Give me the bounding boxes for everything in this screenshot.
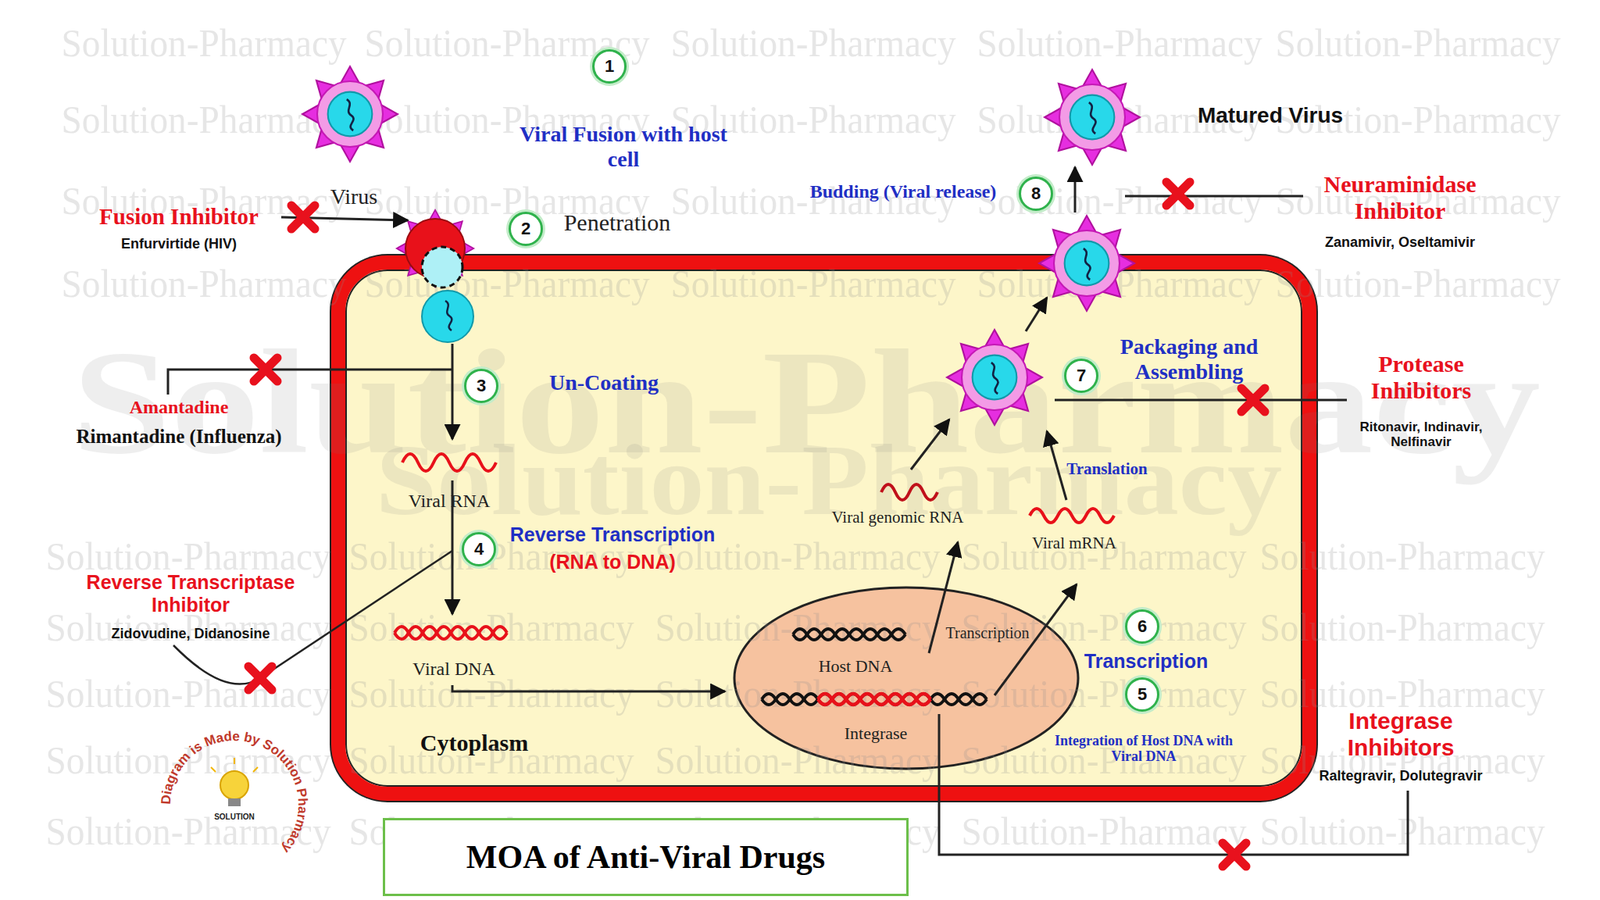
virus-particle: [302, 66, 398, 162]
drug-names: Enfurvirtide (HIV): [77, 235, 281, 253]
watermark: Solution-Pharmacy: [960, 811, 1247, 851]
step-label: Un-Coating: [525, 370, 683, 396]
step-label: Viral Fusion with host cell: [506, 121, 741, 172]
matured-virus: [1044, 69, 1140, 165]
drug-class-label: Protease Inhibitors: [1342, 350, 1500, 405]
callout-number: 6: [1125, 609, 1160, 644]
stamp-text: Diagram is Made by Solution Pharmacy: [158, 728, 311, 857]
drug-names: Rimantadine (Influenza): [57, 425, 300, 449]
block-mark: [248, 666, 272, 690]
block-mark: [1222, 842, 1247, 867]
bulb-base: [228, 798, 241, 807]
watermark: Solution-Pharmacy: [60, 100, 347, 140]
stamp-text: Diagram is Made by Solution Pharmacy: [158, 728, 311, 857]
title-box: MOA of Anti-Viral Drugs: [382, 817, 909, 897]
nucleus-outline: [734, 587, 1079, 769]
watermark: Solution-Pharmacy: [670, 23, 956, 63]
step-label: Penetration: [539, 209, 696, 237]
drug-names: Ritonavir, Indinavir, Nelfinavir: [1339, 419, 1504, 450]
drug-class-label: Fusion Inhibitor: [77, 203, 281, 230]
callout-number: 2: [508, 211, 543, 247]
part-label: Host DNA: [792, 656, 918, 676]
drug-class-label: Neuraminidase Inhibitor: [1306, 171, 1494, 225]
watermark: Solution-Pharmacy: [1259, 811, 1545, 851]
callout-number: 8: [1018, 176, 1054, 211]
bulb-ray: [210, 767, 216, 772]
step-label: Integration of Host DNA with Viral DNA: [1038, 732, 1250, 765]
drug-names: Zidovudine, Didanosine: [81, 625, 300, 643]
callout-number: 4: [461, 532, 497, 567]
watermark: Solution-Pharmacy: [45, 740, 331, 780]
part-label: Viral genomic RNA: [811, 507, 984, 527]
bulb-ray: [253, 767, 258, 772]
watermark: Solution-Pharmacy: [45, 674, 331, 714]
drug-class-label: Amantadine: [100, 396, 258, 419]
callout-number: 7: [1064, 358, 1099, 393]
block-mark: [291, 205, 315, 229]
callout-number: 5: [1125, 677, 1160, 712]
block-mark: [1166, 182, 1190, 206]
leader-line: [1125, 195, 1304, 198]
callout-number: 3: [464, 368, 499, 404]
nucleus-outline: [732, 585, 1080, 771]
part-label: Matured Virus: [1176, 103, 1365, 129]
part-label: Viral mRNA: [1011, 533, 1137, 553]
part-label: Transcription: [921, 624, 1054, 643]
watermark: Solution-Pharmacy: [60, 23, 347, 63]
step-label: Reverse Transcription: [495, 523, 730, 547]
watermark: Solution-Pharmacy: [1275, 23, 1561, 63]
watermark: Solution-Pharmacy: [45, 811, 331, 851]
flow-arrow: [1074, 167, 1077, 213]
step-label: Transcription: [1067, 650, 1225, 673]
drug-names: Zanamivir, Oseltamivir: [1298, 234, 1502, 251]
nucleus-ellipse: Host DNATranscriptionIntegrase: [732, 585, 1080, 771]
watermark: Solution-Pharmacy: [976, 23, 1262, 63]
watermark: Solution-Pharmacy: [60, 264, 347, 304]
part-label: Virus: [314, 184, 393, 210]
drug-names: Raltegravir, Dolutegravir: [1291, 767, 1511, 785]
part-label: Integrase: [821, 723, 931, 743]
part-label: Viral RNA: [386, 490, 512, 513]
stamp-text: SOLUTION: [199, 812, 270, 822]
step-label: (RNA to DNA): [526, 550, 699, 574]
block-mark: [253, 357, 278, 382]
step-label: Budding (Viral release): [785, 181, 1021, 204]
leader-line: [281, 217, 408, 221]
part-label: Viral DNA: [391, 658, 517, 681]
region-label: Cytoplasm: [388, 729, 561, 758]
drug-class-label: Integrase Inhibitors: [1307, 707, 1495, 762]
bulb-icon: [220, 771, 249, 800]
watermark: Solution-Pharmacy: [1275, 264, 1561, 304]
bulb-ray: [233, 757, 236, 765]
callout-number: 1: [592, 49, 627, 84]
watermark: Solution-Pharmacy: [45, 536, 331, 576]
step-label: Translation: [1048, 459, 1166, 479]
step-label: Packaging and Assembling: [1110, 334, 1268, 385]
drug-class-label: Reverse Transcriptase Inhibitor: [77, 571, 304, 617]
diagram-title: MOA of Anti-Viral Drugs: [466, 838, 825, 876]
